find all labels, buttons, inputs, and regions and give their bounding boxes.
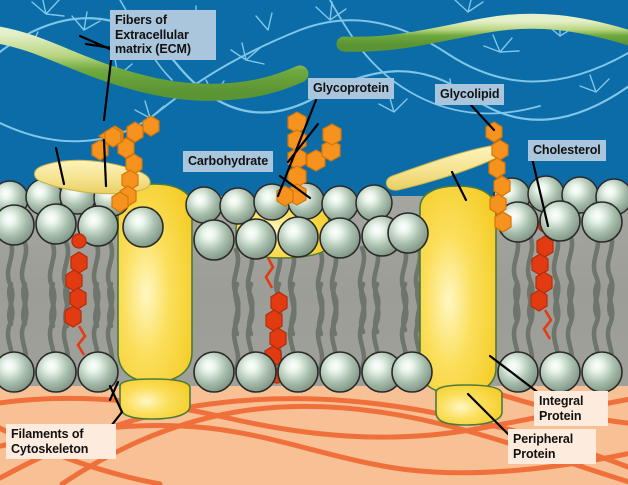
label-glycolipid: Glycolipid [435, 84, 505, 105]
leader-glycoprotein [276, 98, 318, 198]
leader-cholesterol [530, 156, 550, 228]
peripheral-protein-left [119, 378, 191, 420]
carbohydrate-beads-misc [111, 185, 294, 213]
leader-peripheral [466, 392, 514, 440]
leader-carbohydrate [286, 122, 320, 164]
label-carbohydrate: Carbohydrate [183, 151, 274, 172]
leader-bar-left [54, 146, 66, 186]
label-peripheral-protein: Peripheral Protein [508, 429, 596, 464]
carbohydrate-chain-left [91, 115, 160, 207]
ecm-collagen-fibers [0, 13, 628, 101]
carbohydrate-chain-center [287, 111, 342, 206]
leader-glycolipid [468, 102, 496, 132]
carbohydrate-chain-right [485, 121, 512, 233]
leader-integral [488, 354, 542, 396]
leader-carbohydrate-2 [278, 174, 312, 200]
cholesterol-left-head [71, 233, 87, 249]
heads-lower [0, 351, 623, 393]
heads-upper-front [0, 200, 623, 261]
leader-bar-right [450, 170, 468, 202]
label-glycoprotein: Glycoprotein [308, 78, 394, 99]
surface-glycolipid-bar-left [34, 159, 151, 195]
leader-ecm-2 [102, 50, 114, 122]
leader-bar-left-2 [102, 138, 108, 188]
leader-ecm-3 [84, 42, 114, 50]
leader-protein-left [108, 380, 120, 402]
label-cholesterol: Cholesterol [528, 140, 606, 161]
peripheral-protein-right [435, 384, 503, 426]
label-filaments-cytoskeleton: Filaments of Cytoskeleton [6, 424, 116, 459]
label-integral-protein: Integral Protein [534, 391, 608, 426]
label-ecm: Fibers of Extracellular matrix (ECM) [110, 10, 216, 60]
